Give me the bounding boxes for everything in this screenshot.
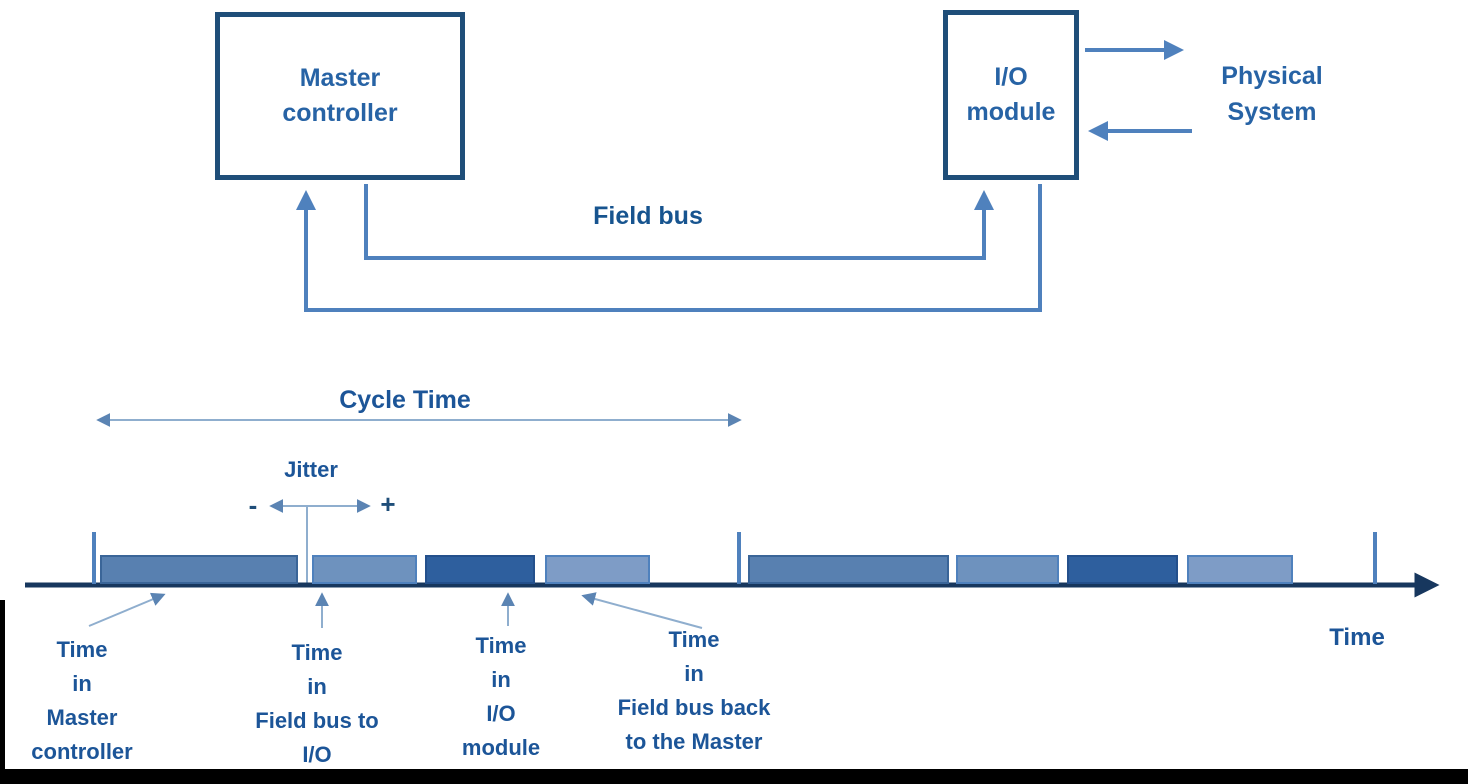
timeline-segment-time-in-master-controller-cycle-2 bbox=[748, 555, 949, 584]
io-module-box: I/O module bbox=[943, 10, 1079, 180]
cycle-time-label: Cycle Time bbox=[339, 386, 471, 414]
physical-system-label: Physical System bbox=[1221, 62, 1323, 127]
segment-label-master-controller: Time in Master controller bbox=[31, 637, 133, 765]
timeline-segment-time-in-fieldbus-to-io-cycle-1 bbox=[312, 555, 417, 584]
jitter-label: Jitter bbox=[284, 457, 338, 482]
master-controller-box: Master controller bbox=[215, 12, 465, 180]
timeline-segment-time-in-fieldbus-back-cycle-1 bbox=[545, 555, 650, 584]
segment-label-fieldbus-back: Time in Field bus back to the Master bbox=[617, 627, 771, 755]
timeline-segment-time-in-io-module-cycle-2 bbox=[1067, 555, 1178, 584]
timeline-segment-time-in-fieldbus-to-io-cycle-2 bbox=[956, 555, 1059, 584]
left-border-bar bbox=[0, 600, 5, 784]
segment-label-io-module: Time in I/O module bbox=[461, 633, 541, 761]
jitter-minus-sign: - bbox=[248, 490, 258, 520]
segment-arrow-master bbox=[88, 592, 166, 627]
timeline-tick bbox=[1373, 532, 1377, 584]
time-axis-label: Time bbox=[1329, 624, 1385, 651]
timeline-tick bbox=[737, 532, 741, 584]
jitter-plus-sign: + bbox=[380, 489, 396, 519]
timeline-segment-time-in-io-module-cycle-1 bbox=[425, 555, 535, 584]
bottom-border-bar bbox=[0, 769, 1468, 784]
timeline-tick bbox=[92, 532, 96, 584]
segment-label-fieldbus-to-io: Time in Field bus to I/O bbox=[255, 640, 379, 768]
timeline-segment-time-in-fieldbus-back-cycle-2 bbox=[1187, 555, 1293, 584]
field-bus-label: Field bus bbox=[593, 202, 703, 230]
master-controller-label: Master controller bbox=[282, 63, 398, 128]
timeline-segment-time-in-master-controller-cycle-1 bbox=[100, 555, 298, 584]
io-module-label: I/O module bbox=[966, 62, 1056, 127]
